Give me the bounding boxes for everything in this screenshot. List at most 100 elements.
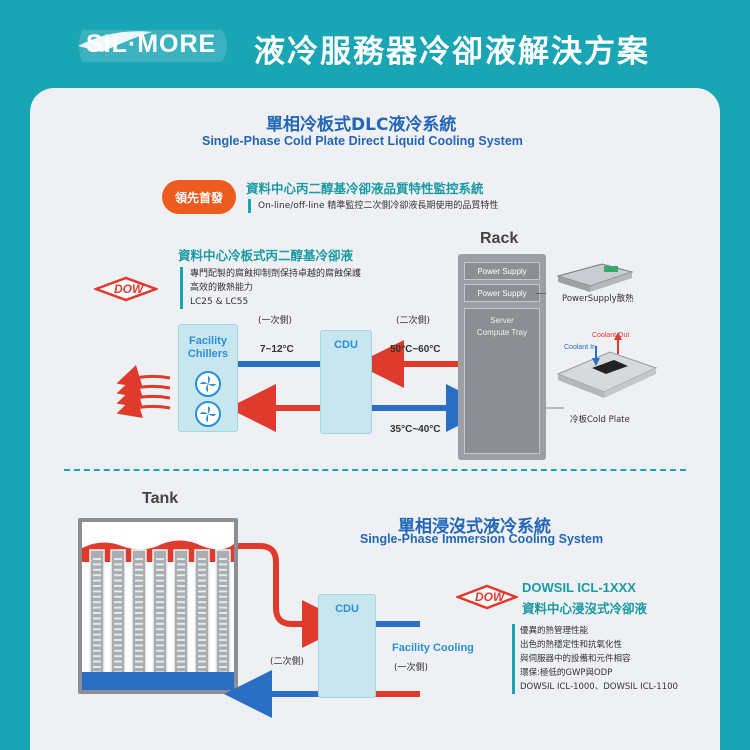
blade-vent: [198, 617, 206, 620]
immersion-primary-label: (一次側): [394, 663, 429, 673]
cdu-box-dlc: CDU: [320, 330, 372, 434]
blade-vent: [219, 622, 227, 625]
feature-3: 與伺服器中的設備和元件相容: [520, 654, 631, 664]
blade-vent: [219, 574, 227, 577]
server-label-1: Server: [490, 316, 514, 325]
coolant-line-3: LC25 & LC55: [190, 297, 249, 307]
blade-vent: [198, 606, 206, 609]
cdu-box-immersion: CDU: [318, 594, 376, 698]
blade-vent: [114, 633, 122, 636]
blade-vent: [135, 617, 143, 620]
dlc-title-en: Single-Phase Cold Plate Direct Liquid Co…: [202, 134, 523, 148]
blade-vent: [219, 655, 227, 658]
blade-vent: [135, 655, 143, 658]
blade-vent: [93, 628, 101, 631]
blade-vent: [93, 595, 101, 598]
blade-vent: [93, 590, 101, 593]
blade-vent: [177, 633, 185, 636]
blade-vent: [198, 574, 206, 577]
blade-vent: [114, 563, 122, 566]
blade-vent: [156, 595, 164, 598]
blade-vent: [177, 558, 185, 560]
feature-2: 出色的熱穩定性和抗氧化性: [520, 640, 623, 650]
temp-cold: 35°C~40°C: [390, 424, 441, 435]
blade-vent: [135, 666, 143, 668]
blade-vent: [114, 666, 122, 668]
feature-4: 環保:極低的GWP與ODP: [520, 668, 613, 678]
rack-label: Rack: [480, 230, 519, 247]
section-divider: [64, 469, 686, 471]
cdu-label-immersion: CDU: [335, 603, 359, 615]
facility-cooling-label: Facility Cooling: [392, 642, 474, 654]
blade-vent: [114, 649, 122, 652]
blade-vent: [177, 595, 185, 598]
blade-vent: [135, 585, 143, 587]
blade-vent: [135, 574, 143, 577]
blade-vent: [219, 639, 227, 641]
dow-diamond-icon: [92, 276, 160, 302]
header: SIL·MORE 液冷服務器冷卻液解決方案: [0, 0, 750, 90]
blade-vent: [135, 563, 143, 566]
blade-vent: [219, 633, 227, 636]
blade-vent: [114, 617, 122, 620]
blade-vent: [135, 649, 143, 652]
feature-1: 優異的熱管理性能: [520, 626, 589, 636]
blade-vent: [198, 649, 206, 652]
facility-label-2: Chillers: [187, 348, 229, 360]
blade-vent: [177, 649, 185, 652]
blade-vent: [114, 628, 122, 631]
coolant-out-label: Coolant Out: [592, 332, 630, 339]
coolant-title: 資料中心冷板式丙二醇基冷卻液: [178, 248, 354, 263]
blade-vent: [198, 585, 206, 587]
facility-label-1: Facility: [189, 335, 227, 347]
blade-vent: [198, 639, 206, 641]
temp-hot: 50°C~60°C: [390, 344, 441, 355]
features-bar: [512, 624, 515, 694]
power-supply-icon: [556, 263, 634, 292]
blade-vent: [93, 612, 101, 614]
coolant-line-2: 高效的散熱能力: [190, 283, 254, 293]
blade-vent: [219, 649, 227, 652]
blade-vent: [93, 558, 101, 560]
blade-vent: [219, 563, 227, 566]
facility-chillers: Facility Chillers: [178, 324, 238, 432]
blade-vent: [198, 644, 206, 647]
blade-vent: [156, 660, 164, 663]
blade-vent: [219, 590, 227, 593]
blade-vent: [114, 579, 122, 582]
blade-vent: [156, 655, 164, 658]
blade-vent: [93, 655, 101, 658]
lead-first-badge: 領先首發: [162, 180, 236, 214]
dow-logo-top: DOW: [92, 276, 160, 302]
blade-vent: [198, 622, 206, 625]
blade-vent: [135, 568, 143, 571]
blade-vent: [198, 579, 206, 582]
blade-vent: [177, 644, 185, 647]
blade-vent: [114, 655, 122, 658]
blade-vent: [177, 606, 185, 609]
blade-vent: [177, 655, 185, 658]
blade-vent: [177, 628, 185, 631]
blade-vent: [93, 585, 101, 587]
blade-vent: [114, 660, 122, 663]
blade-vent: [156, 590, 164, 593]
logo-shape: [78, 30, 227, 62]
primary-side-label: (一次側): [258, 316, 293, 326]
blade-vent: [135, 612, 143, 614]
blade-vent: [156, 612, 164, 614]
blade-vent: [198, 666, 206, 668]
immersion-secondary-label: (二次側): [270, 657, 305, 667]
blade-vent: [93, 666, 101, 668]
blade-vent: [156, 633, 164, 636]
blade-vent: [219, 666, 227, 668]
blade-vent: [198, 595, 206, 598]
blade-vent: [219, 644, 227, 647]
blade-vent: [93, 574, 101, 577]
blade-vent: [135, 606, 143, 609]
blade-vent: [198, 655, 206, 658]
blade-vent: [156, 666, 164, 668]
blade-vent: [135, 628, 143, 631]
blade-vent: [135, 595, 143, 598]
blade-vent: [114, 595, 122, 598]
blade-vent: [114, 612, 122, 614]
